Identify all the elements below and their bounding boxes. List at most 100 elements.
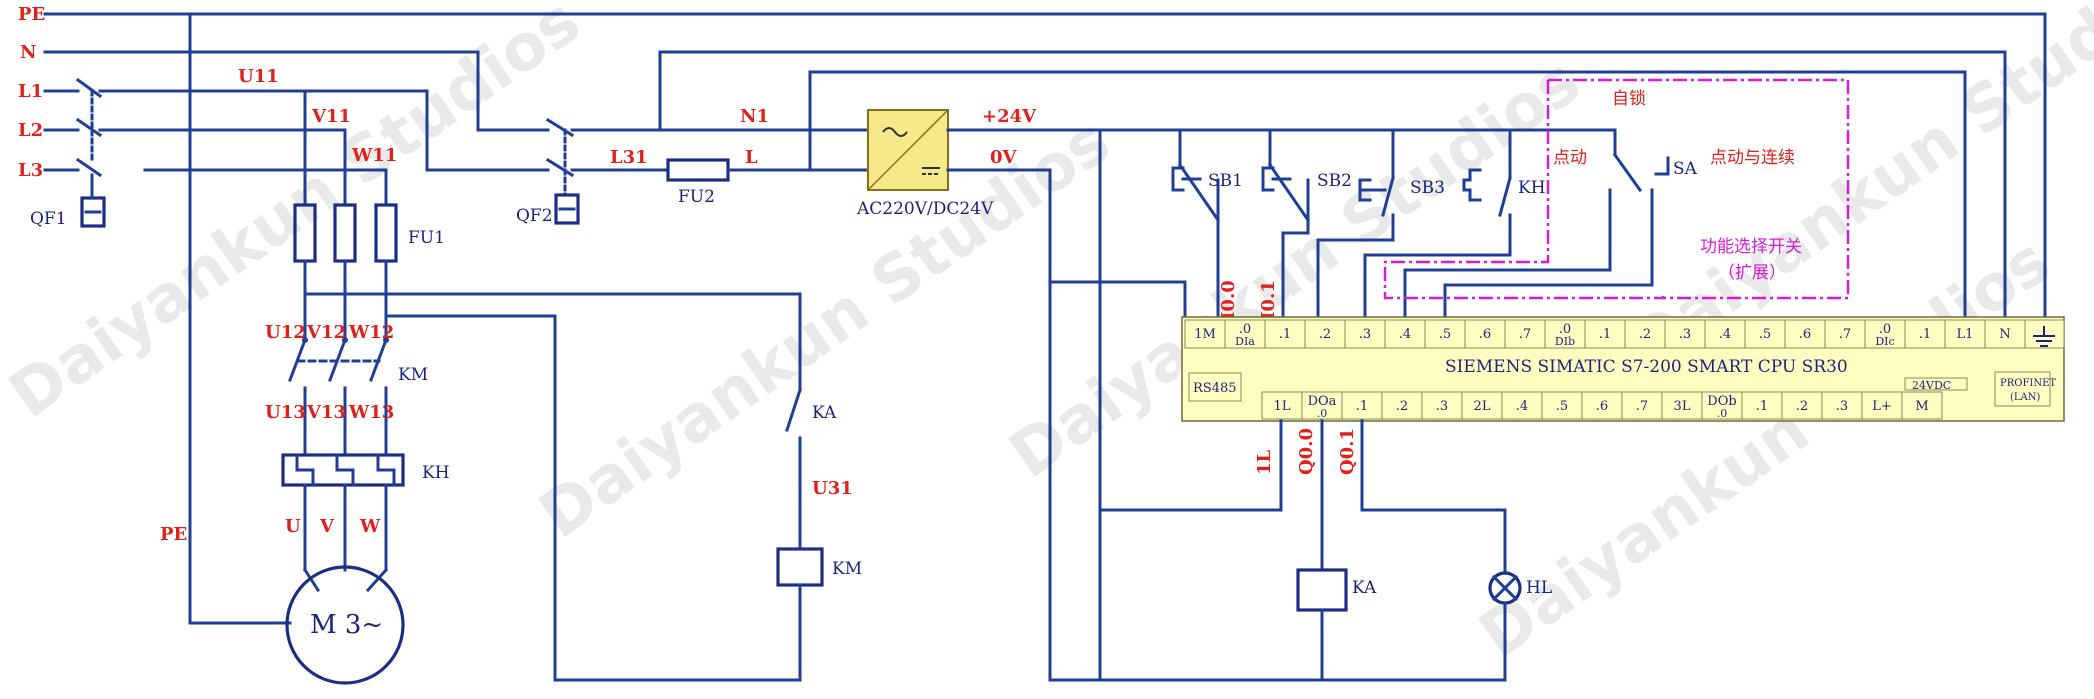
plc-top-terminal: [1264, 319, 1306, 349]
label-w11: W11: [351, 145, 397, 166]
plc-top-pin-sublabel: DIc: [1875, 335, 1894, 348]
label-km-coil: KM: [832, 559, 862, 579]
pushbutton-sb2: [1261, 162, 1311, 327]
plc-top-terminal: [1824, 319, 1866, 349]
plc-bottom-terminal: [1741, 391, 1783, 420]
label-jog-cont: 点动与连续: [1710, 148, 1795, 168]
plc-bottom-pin-label: .6: [1596, 399, 1608, 414]
plc-top-pin-label: .1: [1599, 327, 1611, 342]
label-u12: U12: [265, 322, 306, 343]
label-func-select: 功能选择开关: [1700, 237, 1802, 257]
plc-top-terminal: [1184, 319, 1226, 349]
label-km-contact: KM: [398, 365, 428, 385]
label-u31: U31: [812, 478, 853, 499]
breaker-qf1: [75, 77, 106, 228]
plc-top-pin-label: .2: [1319, 327, 1331, 342]
plc-bottom-pin-sublabel: .0: [1317, 407, 1328, 420]
label-q01: Q0.1: [1337, 428, 1358, 475]
plc-top-pin-label: .4: [1719, 327, 1731, 342]
plc-top-terminal: [1784, 319, 1826, 349]
thermal-contact-kh: [1363, 163, 1512, 327]
label-v12: V12: [306, 322, 346, 343]
label-expand: （扩展）: [1718, 263, 1786, 283]
profinet-sub: (LAN): [2010, 392, 2041, 403]
plc-bottom-pin-label: 2L: [1474, 399, 1491, 414]
label-self-lock: 自锁: [1612, 89, 1646, 109]
output-labels: 1L Q0.0 Q0.1 KA HL: [1254, 428, 1552, 598]
lamp-hl: [1488, 571, 1522, 605]
fuse-fu2: [666, 158, 730, 182]
plc-top-pin-sublabel: DIb: [1555, 335, 1575, 348]
label-w: W: [359, 516, 381, 537]
plc-top-pin-label: .6: [1799, 327, 1811, 342]
plc-bottom-pin-label: .4: [1516, 399, 1528, 414]
plc-bottom-terminal: [1861, 391, 1903, 420]
plc-bottom-terminal: [1821, 391, 1863, 420]
plc-bottom-pin-label: 3L: [1674, 399, 1691, 414]
plc-top-pin-label: .4: [1399, 327, 1411, 342]
label-ka-coil: KA: [1352, 578, 1377, 598]
input-labels: SB1 SB2 SB3 KH SA I0.0 I0.1 自锁 点动 点动与连续 …: [1208, 89, 1802, 320]
plc-bottom-terminal: [1621, 391, 1663, 420]
label-pe-motor: PE: [160, 524, 187, 545]
dc24-label-box: [1904, 377, 1968, 391]
plc-top-pin-label: .0: [1239, 322, 1251, 337]
plc-top-pin-label: .0: [1559, 322, 1571, 337]
control-circuit: [476, 50, 2007, 682]
rs485-label: RS485: [1193, 381, 1237, 396]
dc24-label: 24VDC: [1912, 379, 1951, 392]
label-psu: AC220V/DC24V: [856, 199, 994, 219]
plc-top-pin-label: .3: [1679, 327, 1691, 342]
label-u11: U11: [238, 66, 279, 87]
power-supply-psu: [867, 109, 949, 191]
plc-bottom-pin-label: .3: [1436, 399, 1448, 414]
plc-top-terminal: [1384, 319, 1426, 349]
plc-top-terminal: [1984, 319, 2026, 349]
plc-bottom-pin-label: L+: [1872, 399, 1892, 414]
label-w13: W13: [348, 402, 394, 423]
label-kh-relay: KH: [422, 463, 450, 483]
label-plus24: +24V: [982, 106, 1037, 127]
label-qf1: QF1: [30, 209, 67, 229]
label-kh: KH: [1518, 178, 1546, 198]
plc-top-pin-label: .7: [1839, 327, 1851, 342]
output-circuit: [1048, 419, 1522, 682]
rs485-port: [1188, 372, 1242, 402]
plc-top-pin-label: .5: [1439, 327, 1451, 342]
plc-bottom-pin-label: DOa: [1308, 394, 1337, 409]
plc-top-terminal: [1504, 319, 1546, 349]
plc-top-terminal: [1864, 319, 1906, 349]
profinet-port: [1994, 371, 2051, 407]
function-select-box: [1383, 78, 1850, 300]
plc-bottom-terminal: [1501, 391, 1543, 420]
plc-top-terminal: [1224, 319, 1266, 349]
label-i01: I0.1: [1258, 280, 1279, 320]
label-pe: PE: [18, 4, 45, 25]
label-l31: L31: [610, 147, 648, 168]
motor-m3: [285, 565, 405, 685]
label-u13: U13: [265, 402, 306, 423]
label-0v: 0V: [990, 147, 1018, 168]
contactor-km: [288, 337, 389, 382]
plc-top-pin-label: .5: [1759, 327, 1771, 342]
plc-top-pin-label: L1: [1957, 327, 1974, 342]
plc-top-pin-label: .3: [1359, 327, 1371, 342]
plc-top-pin-label: .1: [1919, 327, 1931, 342]
plc-top-terminal: [1904, 319, 1946, 349]
label-jog: 点动: [1553, 148, 1587, 168]
label-motor: M 3~: [310, 610, 383, 640]
plc-bottom-terminal: [1901, 391, 1943, 420]
plc-bottom-terminal: [1261, 391, 1303, 420]
plc-top-pin-sublabel: DIa: [1235, 335, 1255, 348]
label-ka-contact: KA: [812, 403, 837, 423]
plc-bottom-pin-label: M: [1915, 399, 1928, 414]
plc-bottom-pin-label: 1L: [1274, 399, 1291, 414]
profinet-label: PROFINET: [2000, 378, 2056, 389]
plc-top-pin-label: .6: [1479, 327, 1491, 342]
plc-top-terminals: 1M.0DIa.1.2.3.4.5.6.7.0DIb.1.2.3.4.5.6.7…: [1184, 319, 2026, 349]
label-u: U: [285, 516, 301, 537]
label-i00: I0.0: [1218, 280, 1239, 320]
label-l3: L3: [18, 160, 43, 181]
